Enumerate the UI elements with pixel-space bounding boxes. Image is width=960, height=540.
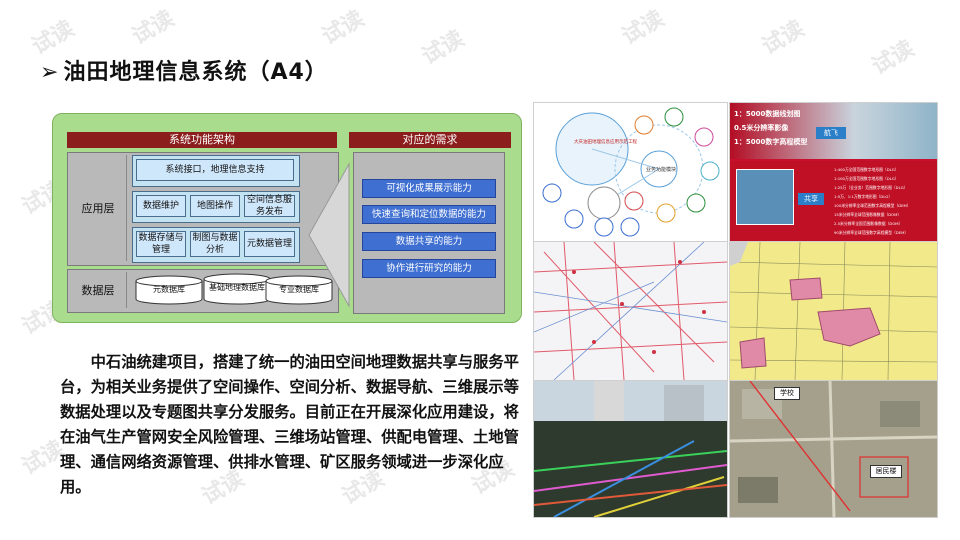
- pipeline-3d-graphic: [534, 381, 727, 517]
- network-map-graphic: [534, 242, 727, 380]
- module-row-2: 数据存储与管理 制图与数据分析 元数据管理: [132, 227, 300, 263]
- data-layer: 数据层 元数据库 基础地理数据库 专业数据库: [67, 269, 339, 313]
- interface-band: 系统接口，地理信息支持: [132, 155, 300, 187]
- module-hub-graphic: 大庆油田地理信息应用示范工程 业务功能模块: [542, 107, 720, 237]
- module-metadata-management: 元数据管理: [244, 231, 295, 257]
- imagery-line-2: 0.5米分辨率影像: [734, 124, 789, 132]
- database-icon: [265, 275, 333, 305]
- satellite-view: 学校 居民楼: [729, 380, 938, 518]
- mapping-arrow-icon: [308, 162, 350, 308]
- school-label: 学校: [774, 387, 800, 400]
- pipeline-3d-view: [533, 380, 728, 518]
- hub-center-label: 大庆油田地理信息应用示范工程: [574, 138, 637, 145]
- module-spatial-service: 空间信息服务发布: [244, 195, 295, 217]
- share-arrow-label: 共享: [798, 193, 824, 205]
- globe-thumbnail: [736, 169, 794, 225]
- module-mapping-analysis: 制图与数据分析: [190, 231, 240, 257]
- hub-core-label: 业务功能模块: [646, 166, 676, 173]
- need-data-sharing: 数据共享的能力: [362, 232, 496, 251]
- application-layer-label: 应用层: [70, 155, 127, 261]
- product-item: 1:400万全国范围数字地形图（DLG）: [834, 167, 899, 172]
- architecture-diagram: 系统功能架构 对应的需求 应用层 系统接口，地理信息支持 数据维护 地图操作 空…: [52, 113, 522, 323]
- product-item: 1:5万、1:1万数字地形图（DLG）: [834, 194, 893, 199]
- module-map-operation: 地图操作: [190, 195, 240, 217]
- need-collaboration: 协作进行研究的能力: [362, 259, 496, 278]
- page-title: ➢油田地理信息系统（A4）: [40, 54, 328, 86]
- product-item: 2.5米分辨率全国范围影像数据（DOM）: [834, 221, 903, 226]
- bullet-arrow-icon: ➢: [40, 60, 60, 85]
- residence-label: 居民楼: [870, 465, 902, 478]
- watermark-text: 试读: [127, 6, 179, 50]
- application-layer: 应用层 系统接口，地理信息支持 数据维护 地图操作 空间信息服务发布 数据存储与…: [67, 152, 339, 266]
- database-professional: 专业数据库: [264, 275, 334, 305]
- need-query-locate: 快速查询和定位数据的能力: [362, 205, 496, 224]
- land-parcel-map: [729, 241, 938, 381]
- product-item: 100米分辨率全球范围数字高程模型（DEM）: [834, 203, 911, 208]
- database-basic-geo: 基础地理数据库: [202, 273, 272, 305]
- database-label: 专业数据库: [279, 285, 319, 294]
- need-visualization: 可视化成果展示能力: [362, 179, 496, 198]
- imagery-line-3: 1：5000数字高程模型: [734, 138, 808, 146]
- database-label: 元数据库: [153, 285, 185, 294]
- imagery-products-panel: 1：5000数据线划图 0.5米分辨率影像 1：5000数字高程模型 航飞 共享…: [729, 102, 938, 242]
- watermark-text: 试读: [417, 26, 469, 70]
- land-map-graphic: [730, 242, 937, 380]
- database-label: 基础地理数据库: [209, 283, 265, 292]
- database-icon: [203, 273, 271, 305]
- watermark-text: 试读: [867, 36, 919, 80]
- imagery-line-1: 1：5000数据线划图: [734, 110, 801, 118]
- module-row-1: 数据维护 地图操作 空间信息服务发布: [132, 191, 300, 223]
- module-data-maintain: 数据维护: [136, 195, 186, 217]
- module-data-storage: 数据存储与管理: [136, 231, 186, 257]
- product-item: 90米分辨率全球范围数字高程模型（DEM）: [834, 230, 909, 235]
- product-item: 15米分辨率全球范围影像数据（DOM）: [834, 212, 902, 217]
- data-product-list: 1:400万全国范围数字地形图（DLG） 1:100万全国范围数字地形图（DLG…: [834, 165, 934, 237]
- watermark-text: 试读: [757, 16, 809, 60]
- data-layer-label: 数据层: [70, 272, 127, 308]
- module-hub-panel: 大庆油田地理信息应用示范工程 业务功能模块: [533, 102, 728, 242]
- watermark-text: 试读: [317, 6, 369, 50]
- description-text: 中石油统建项目，搭建了统一的油田空间地理数据共享与服务平台，为相关业务提供了空间…: [60, 353, 519, 496]
- product-item: 1:25万（全业务）范围数字地形图（DLG）: [834, 185, 908, 190]
- needs-header: 对应的需求: [349, 132, 511, 148]
- title-text: 油田地理信息系统（A4）: [63, 60, 328, 85]
- product-item: 1:100万全国范围数字地形图（DLG）: [834, 176, 899, 181]
- description-paragraph: 中石油统建项目，搭建了统一的油田空间地理数据共享与服务平台，为相关业务提供了空间…: [60, 350, 522, 500]
- flight-arrow-label: 航飞: [816, 127, 846, 139]
- satellite-graphic: [730, 381, 937, 517]
- architecture-header: 系统功能架构: [67, 132, 337, 148]
- database-metadata: 元数据库: [134, 275, 204, 305]
- watermark-text: 试读: [617, 6, 669, 50]
- database-icon: [135, 275, 203, 305]
- interface-cell: 系统接口，地理信息支持: [136, 159, 294, 181]
- needs-panel: 可视化成果展示能力 快速查询和定位数据的能力 数据共享的能力 协作进行研究的能力: [353, 152, 505, 314]
- pipeline-network-map: [533, 241, 728, 381]
